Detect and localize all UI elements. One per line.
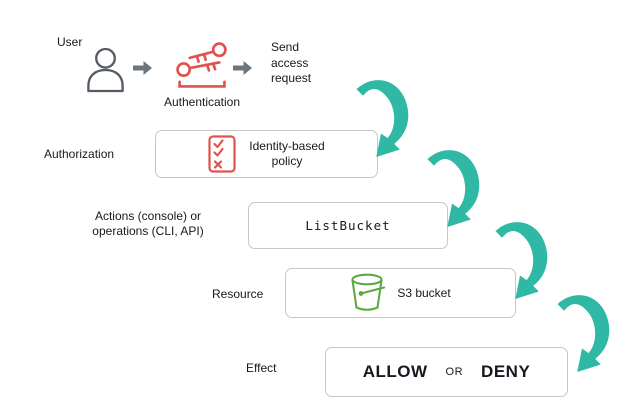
authorization-label: Authorization [44, 147, 115, 161]
effect-box: ALLOW OR DENY [325, 347, 568, 397]
identity-based-policy-box: Identity-based policy [155, 130, 378, 178]
allow-value: ALLOW [362, 362, 428, 381]
listbucket-box: ListBucket [248, 202, 448, 249]
curved-arrow-icon [557, 295, 610, 373]
identity-based-policy-label: Identity-based policy [249, 139, 325, 168]
s3-bucket-label: S3 bucket [397, 285, 451, 300]
listbucket-value: ListBucket [305, 218, 391, 233]
curved-arrow-icon [495, 222, 548, 300]
checklist-icon [208, 135, 236, 173]
deny-value: DENY [481, 362, 531, 381]
effect-label: Effect [246, 361, 277, 375]
authentication-label: Authentication [163, 95, 241, 109]
right-arrow-icon [233, 61, 252, 75]
send-access-request-label: Send access request [271, 40, 312, 85]
right-arrow-icon [133, 61, 152, 75]
actions-operations-label: Actions (console) or operations (CLI, AP… [92, 209, 204, 238]
resource-label: Resource [212, 287, 264, 301]
s3-bucket-icon [351, 273, 386, 311]
authentication-keys-icon [176, 42, 227, 88]
s3-bucket-box: S3 bucket [285, 268, 516, 318]
curved-arrow-icon [427, 150, 480, 228]
curved-arrow-icon [356, 80, 409, 158]
user-label: User [57, 35, 83, 49]
or-label: OR [445, 366, 464, 378]
user-person-icon [87, 47, 124, 93]
